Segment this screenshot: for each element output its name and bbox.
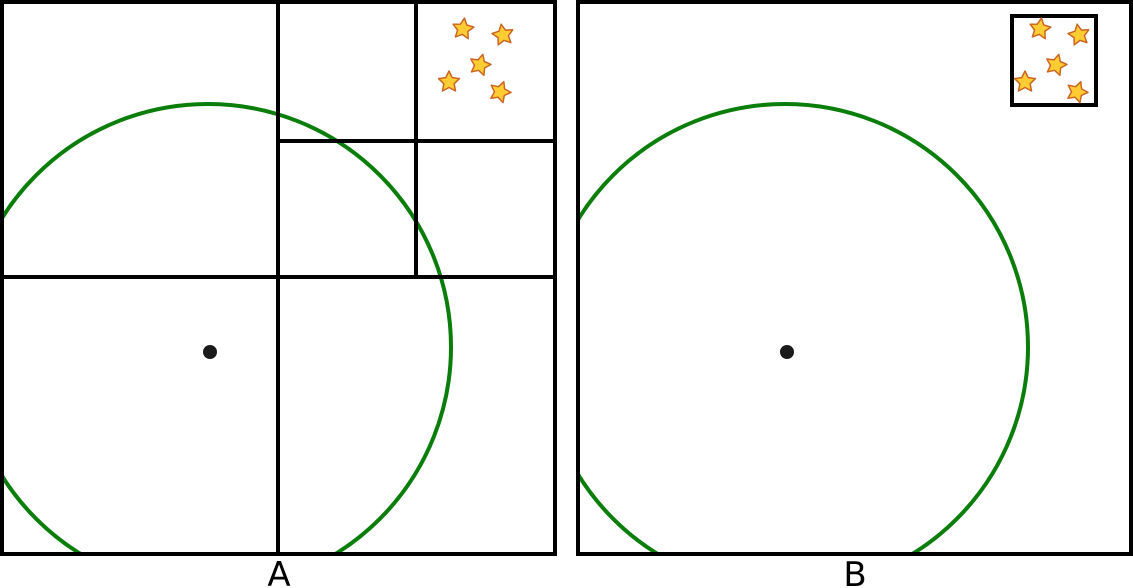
center-point-a <box>203 345 217 359</box>
star-point <box>1067 80 1089 104</box>
panel-frame-b <box>576 0 1133 556</box>
star-cluster-a <box>437 17 514 104</box>
star-cluster-b <box>1013 17 1090 104</box>
center-point-b <box>780 345 794 359</box>
star-point <box>1029 17 1052 40</box>
panel-label-b: B <box>843 555 866 588</box>
star-point <box>1013 70 1037 92</box>
panel-label-a: A <box>267 555 290 588</box>
star-point <box>1046 53 1068 77</box>
bounding-box-b <box>1010 14 1098 107</box>
query-circle-b <box>578 102 1030 554</box>
panel-frame-a <box>0 0 557 556</box>
star-point <box>437 70 461 92</box>
panel-b: B <box>576 0 1133 588</box>
star-point <box>491 23 514 46</box>
star-point <box>470 53 492 77</box>
quadtree-grid-a <box>2 2 555 554</box>
star-point <box>490 80 512 104</box>
query-circle-a <box>2 102 453 554</box>
star-point <box>452 17 475 40</box>
star-point <box>1067 23 1090 46</box>
panel-a: A <box>0 0 557 588</box>
